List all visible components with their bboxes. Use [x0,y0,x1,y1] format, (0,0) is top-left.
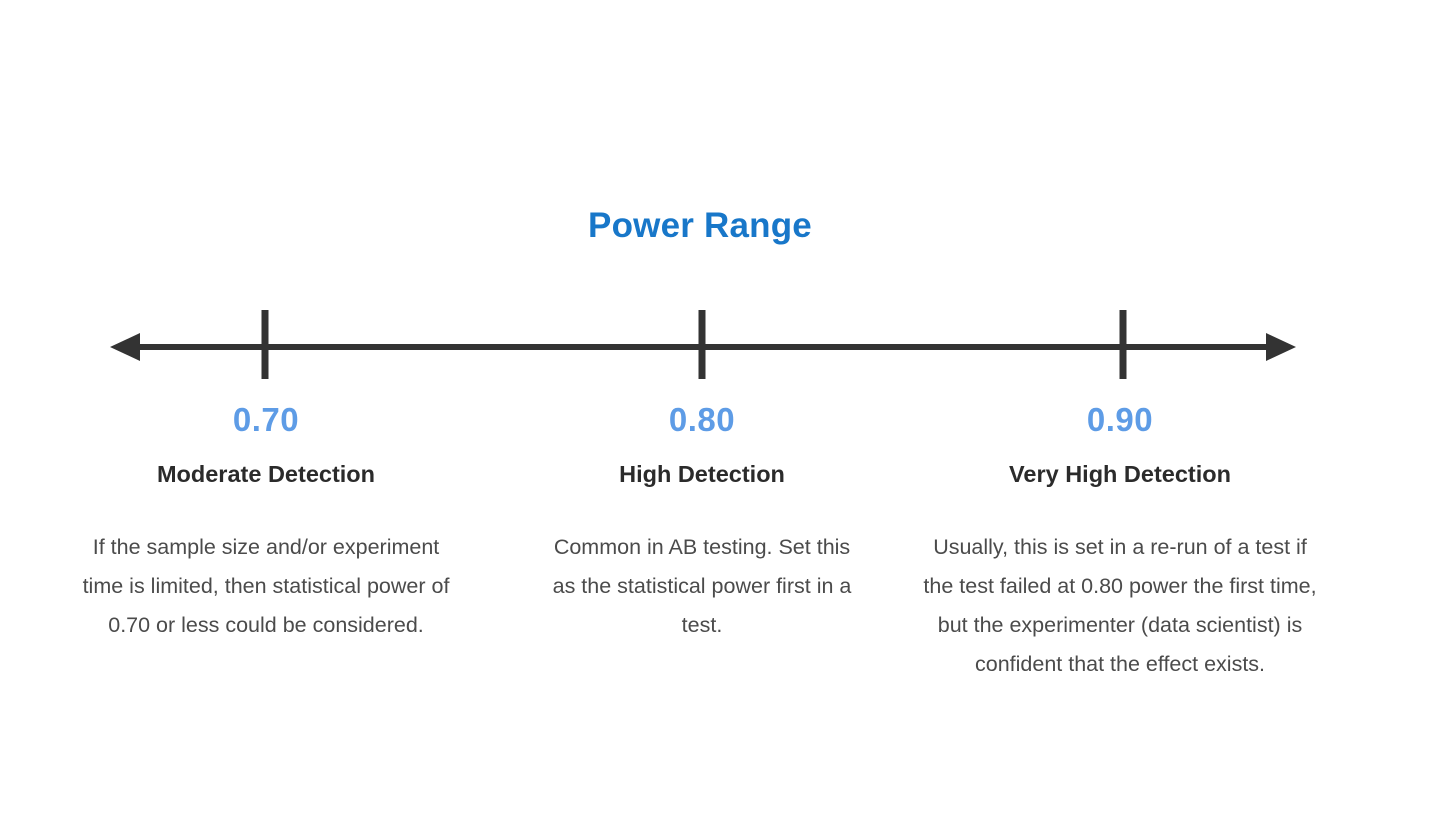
scale-point-label: Very High Detection [1009,461,1231,487]
page-title: Power Range [588,206,812,245]
scale-point-value: 0.80 [668,401,736,438]
scale-point-value: 0.70 [232,401,300,438]
scale-point-description: If the sample size and/or experiment tim… [82,535,450,637]
scale-point-high: 0.80 High Detection Common in AB testing… [540,398,864,645]
scale-point-label: Moderate Detection [156,461,376,487]
scale-point-label: High Detection [619,461,785,487]
arrow-head-right [1266,333,1296,361]
scale-point-description: Common in AB testing. Set this as the st… [552,535,852,637]
scale-point-description: Usually, this is set in a re-run of a te… [923,535,1317,676]
scale-point-moderate: 0.70 Moderate Detection If the sample si… [61,398,471,645]
scale-point-value: 0.90 [1086,401,1154,438]
arrow-head-left [110,333,140,361]
scale-point-very-high: 0.90 Very High Detection Usually, this i… [910,398,1330,684]
